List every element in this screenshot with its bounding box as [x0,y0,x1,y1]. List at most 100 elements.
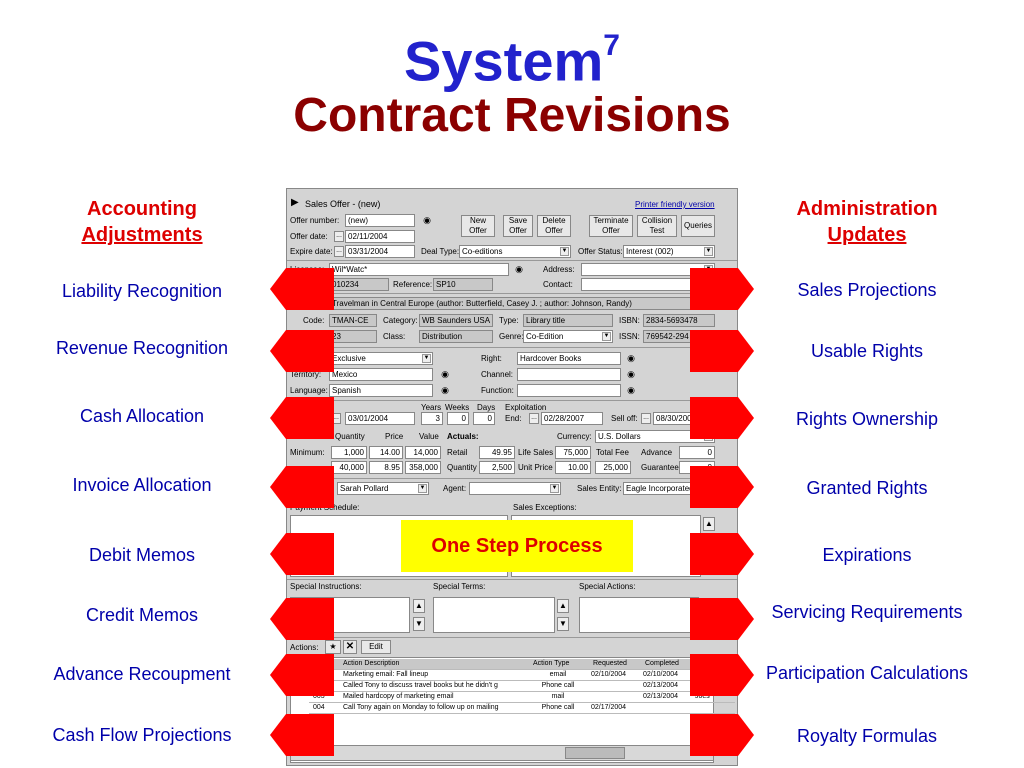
binoculars-icon[interactable]: ◉ [515,264,523,274]
left-item-credit-memos: Credit Memos [85,605,199,625]
left-header-line1: Accounting [87,198,197,220]
licensee-field[interactable]: Wil*Watc* [329,263,509,276]
minimum-value-field[interactable]: 14,000 [405,446,441,459]
binoculars-icon[interactable]: ◉ [627,369,635,379]
right-item-servicing-requirements: Servicing Requirements [771,602,963,622]
scroll-down-icon[interactable]: ▼ [413,617,425,631]
chevron-down-icon: ▼ [560,247,569,256]
deal-type-select[interactable]: Co-editions▼ [459,245,571,258]
exploitation-header: Exploitation [505,403,547,412]
chevron-down-icon: ▼ [418,484,427,493]
delete-offer-button[interactable]: Delete Offer [537,215,571,237]
binoculars-icon[interactable]: ◉ [441,385,449,395]
binoculars-icon[interactable]: ◉ [423,215,431,225]
salesperson-select[interactable]: Sarah Pollard▼ [337,482,429,495]
end-date-field[interactable]: 02/28/2007 [541,412,603,425]
queries-button[interactable]: Queries [681,215,715,237]
new-offer-button[interactable]: New Offer [461,215,495,237]
unit-price-field[interactable]: 10.00 [555,461,591,474]
save-offer-button[interactable]: Save Offer [503,215,533,237]
expire-date-field[interactable]: 03/31/2004 [345,245,415,258]
window-title: Sales Offer - (new) [305,199,381,209]
minimum-label: Minimum: [290,448,325,457]
date-picker-button[interactable]: ... [334,231,344,242]
binoculars-icon[interactable]: ◉ [627,353,635,363]
channel-field[interactable] [517,368,621,381]
exclusivity-select[interactable]: Exclusive▼ [329,352,433,365]
divider [287,400,737,401]
licensee-code-field[interactable]: 010234 [329,278,389,291]
left-header-line2: Adjustments [81,224,203,246]
life-sales-field[interactable]: 75,000 [555,446,591,459]
right-header-line2: Updates [827,224,907,246]
advance-field[interactable]: 0 [679,446,715,459]
table-row[interactable]: 003 Mailed hardcopy of marketing email m… [309,692,735,703]
minimum-quantity-field[interactable]: 1,000 [331,446,367,459]
scroll-down-icon[interactable]: ▼ [557,617,569,631]
left-arrow-icon [270,466,334,508]
expire-date-picker-button[interactable]: ... [334,246,344,257]
title-field[interactable]: Travelman in Central Europe (author: But… [329,297,713,310]
end-date-picker-button[interactable]: ... [529,413,539,424]
language-field[interactable]: Spanish [329,384,433,397]
offer-date-field[interactable]: 02/11/2004 [345,230,415,243]
special-terms-panel[interactable] [433,597,555,633]
class-field[interactable]: Distribution [419,330,493,343]
title-subtitle: Contract Revisions [293,89,731,142]
edit-button[interactable]: Edit [361,640,391,654]
sell-off-date-picker-button[interactable]: ... [641,413,651,424]
genre-select[interactable]: Co-Edition▼ [523,330,613,343]
right-header-line1: Administration [796,198,938,220]
minimum-price-field[interactable]: 14.00 [369,446,403,459]
territory-field[interactable]: Mexico [329,368,433,381]
chevron-down-icon: ▼ [704,247,713,256]
horizontal-scrollbar[interactable] [290,745,714,761]
scroll-up-icon[interactable]: ▲ [703,517,715,531]
function-field[interactable] [517,384,621,397]
reference-field[interactable]: SP10 [433,278,493,291]
special-terms-label: Special Terms: [433,582,486,591]
currency-select[interactable]: U.S. Dollars▼ [595,430,715,443]
retail-field[interactable]: 49.95 [479,446,515,459]
table-row[interactable]: Marketing email: Fall lineup email 02/10… [309,670,735,681]
table-row[interactable]: 004 Call Tony again on Monday to follow … [309,703,735,714]
printer-friendly-link[interactable]: Printer friendly version [635,200,715,209]
right-arrow-icon [690,268,754,310]
retail-label: Retail [447,448,468,457]
code-secondary-field[interactable]: 23 [329,330,377,343]
offer-status-select[interactable]: Interest (002)▼ [623,245,715,258]
code-field[interactable]: TMAN-CE [329,314,377,327]
weeks-field[interactable]: 0 [447,412,469,425]
special-actions-panel[interactable] [579,597,699,633]
category-field[interactable]: WB Saunders USA [419,314,493,327]
terminate-offer-button[interactable]: Terminate Offer [589,215,633,237]
currency-value: U.S. Dollars [598,432,641,441]
maximum-value-field[interactable]: 358,000 [405,461,441,474]
years-field[interactable]: 3 [421,412,443,425]
delete-action-icon[interactable]: ✕ [343,640,357,654]
days-field[interactable]: 0 [473,412,495,425]
total-fee-field[interactable]: 25,000 [595,461,631,474]
days-header: Days [477,403,496,412]
grid-header-row: Action Description Action Type Requested… [309,659,735,670]
offer-number-field[interactable]: (new) [345,214,415,227]
right-item-rights-ownership: Rights Ownership [795,409,939,429]
scrollbar-thumb[interactable] [565,747,625,759]
binoculars-icon[interactable]: ◉ [441,369,449,379]
maximum-quantity-field[interactable]: 40,000 [331,461,367,474]
binoculars-icon[interactable]: ◉ [627,385,635,395]
quantity-field[interactable]: 2,500 [479,461,515,474]
title-system: System7 [0,22,1024,92]
collision-test-button[interactable]: Collision Test [637,215,677,237]
right-item-sales-projections: Sales Projections [797,280,937,300]
scroll-up-icon[interactable]: ▲ [413,599,425,613]
start-date-field[interactable]: 03/01/2004 [345,412,415,425]
maximum-price-field[interactable]: 8.95 [369,461,403,474]
right-field[interactable]: Hardcover Books [517,352,621,365]
type-field[interactable]: Library title [523,314,613,327]
agent-select[interactable]: ▼ [469,482,561,495]
isbn-field[interactable]: 2834-5693478 [643,314,715,327]
add-action-icon[interactable]: ★ [325,640,341,654]
table-row[interactable]: Called Tony to discuss travel books but … [309,681,735,692]
scroll-up-icon[interactable]: ▲ [557,599,569,613]
